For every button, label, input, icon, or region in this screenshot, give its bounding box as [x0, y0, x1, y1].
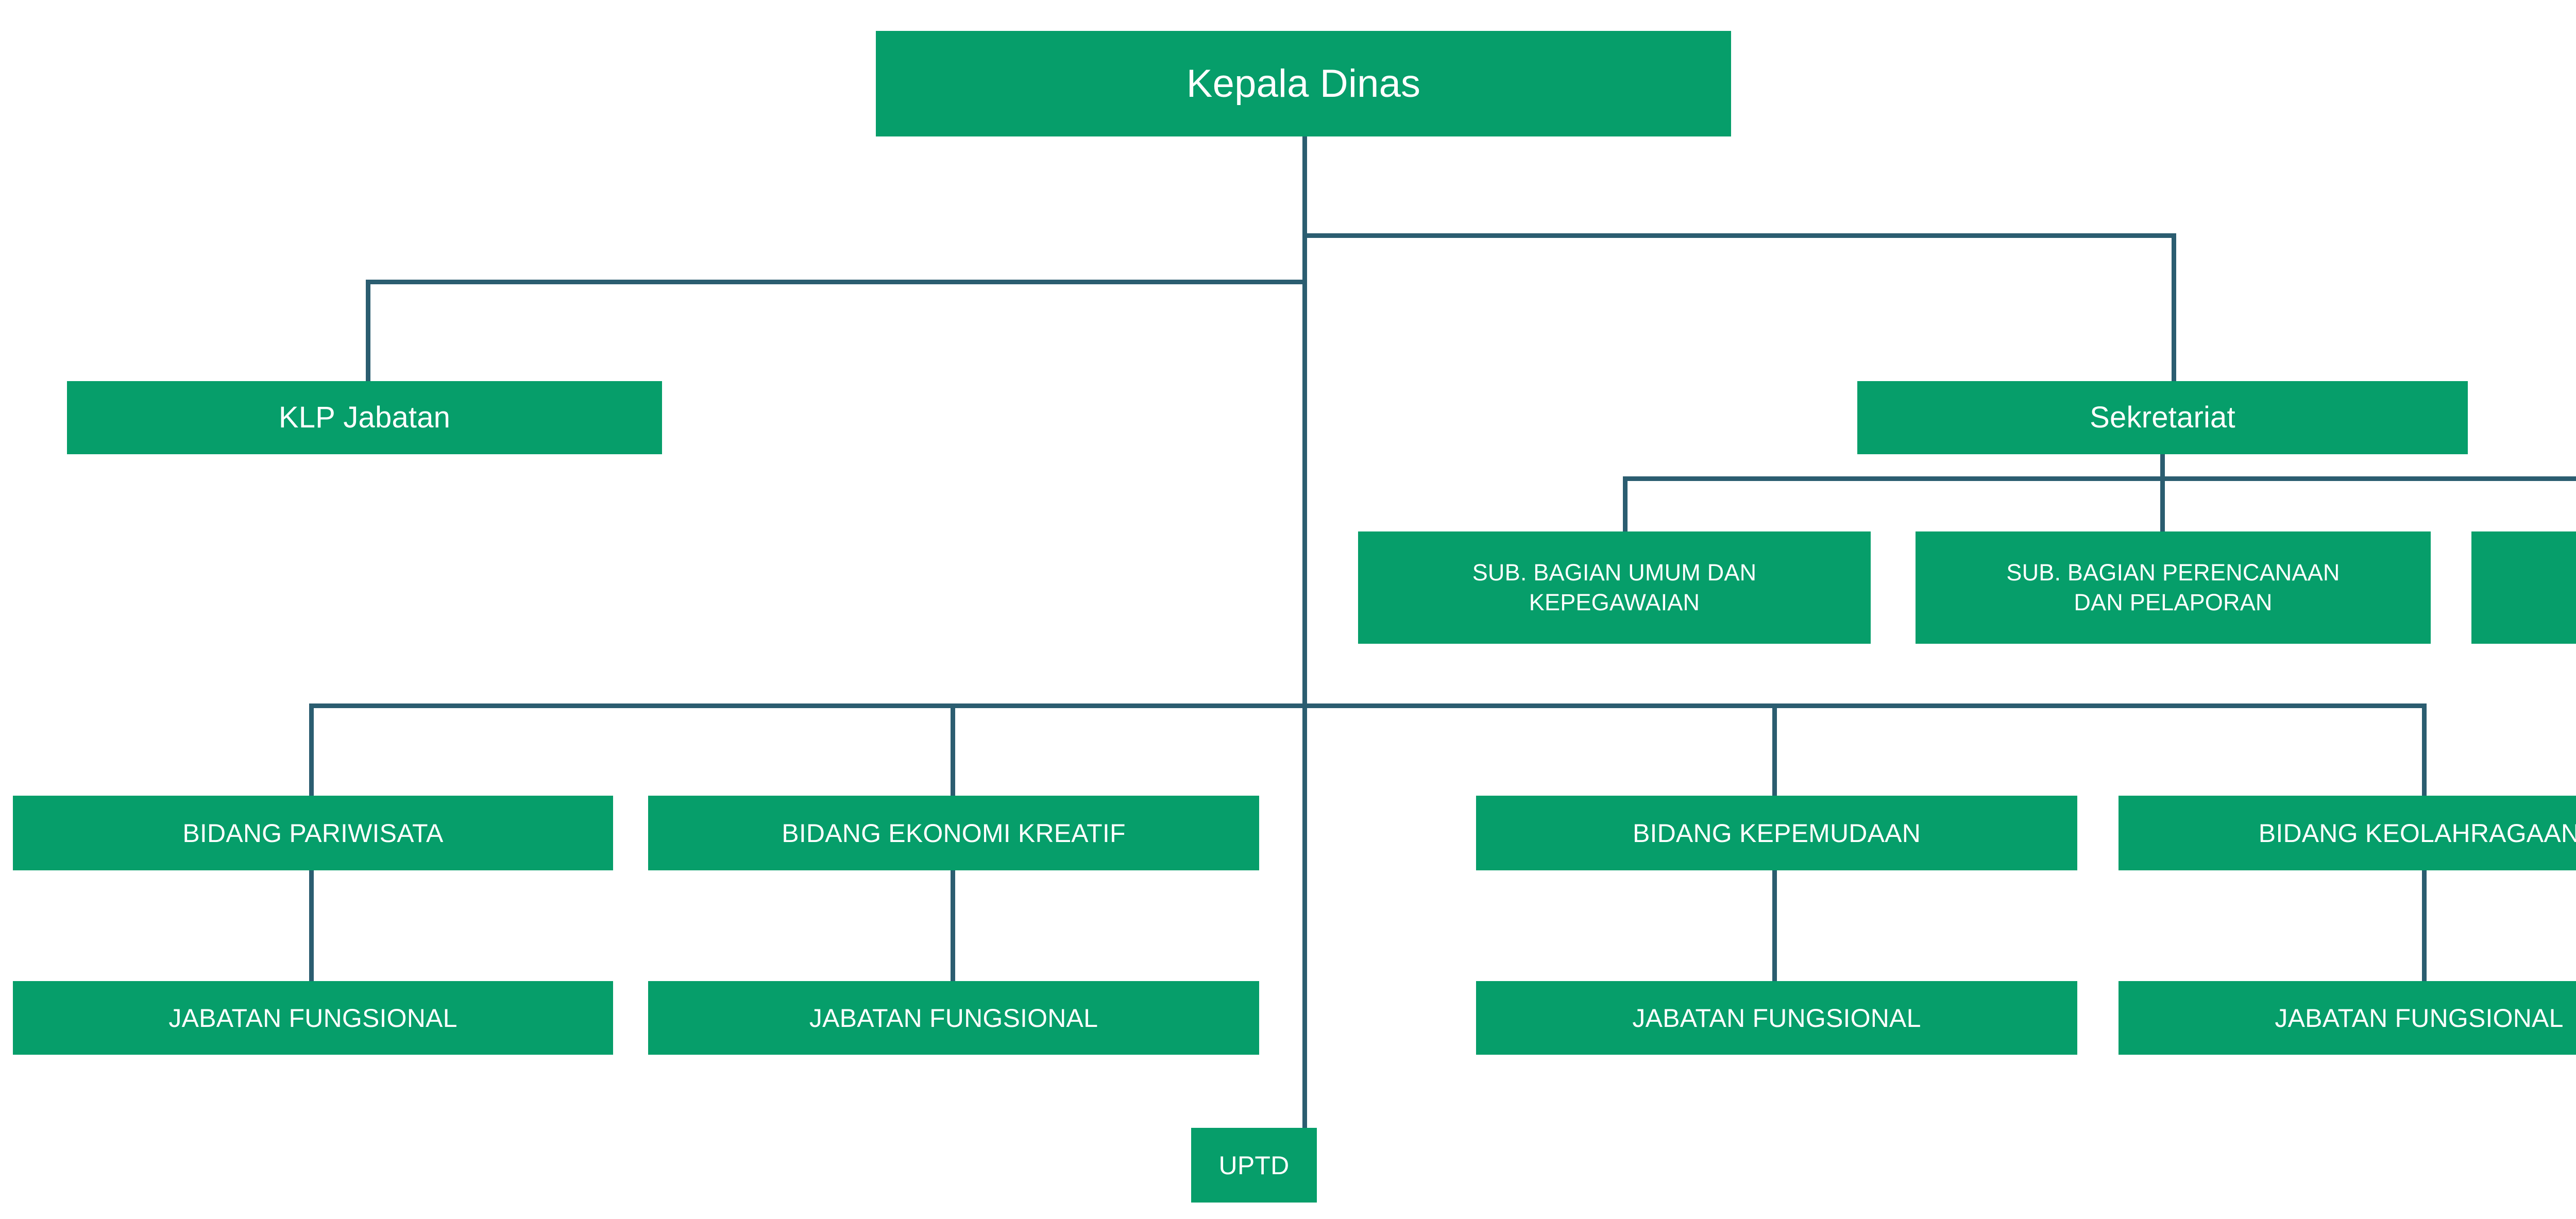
- org-node-label: KLP Jabatan: [278, 400, 451, 434]
- org-node-label: BIDANG KEOLAHRAGAAN: [2258, 818, 2576, 848]
- org-node-bidang-keolahragaan[interactable]: BIDANG KEOLAHRAGAAN: [2119, 796, 2576, 870]
- org-node-bidang-ekonomi-kreatif[interactable]: BIDANG EKONOMI KREATIF: [648, 796, 1259, 870]
- connector-keolahragaan-to-jabatan-fungsional: [2422, 870, 2427, 983]
- org-node-label: SUB. ADMINISTRASI KEUANGAN: [2479, 558, 2576, 617]
- org-node-label: JABATAN FUNGSIONAL: [2275, 1003, 2564, 1033]
- connector-bidang-bar: [309, 703, 2427, 708]
- connector-kepala-to-klp-horizontal: [366, 280, 1304, 284]
- connector-kepala-to-sekretariat-horizontal: [1302, 233, 2176, 238]
- org-node-kepala-dinas[interactable]: Kepala Dinas: [876, 31, 1731, 136]
- connector-bidangbar-to-pariwisata: [309, 703, 314, 798]
- org-node-label: Kepala Dinas: [1186, 61, 1421, 106]
- connector-kepala-to-sekretariat-vertical: [2172, 233, 2176, 381]
- connector-sekretariat-subbar: [1623, 476, 2576, 481]
- connector-kepala-to-klp-vertical: [366, 280, 370, 383]
- org-node-jabatan-fungsional-kepemudaan[interactable]: JABATAN FUNGSIONAL: [1476, 981, 2077, 1055]
- connector-bidangbar-to-kepemudaan: [1772, 703, 1777, 798]
- org-node-label: UPTD: [1218, 1151, 1290, 1180]
- org-node-label: JABATAN FUNGSIONAL: [1632, 1003, 1921, 1033]
- org-node-label: Sekretariat: [2090, 400, 2235, 434]
- connector-pariwisata-to-jabatan-fungsional: [309, 870, 314, 983]
- org-node-sub-bagian-perencanaan-dan-pelaporan[interactable]: SUB. BAGIAN PERENCANAAN DAN PELAPORAN: [1916, 531, 2431, 644]
- org-node-bidang-kepemudaan[interactable]: BIDANG KEPEMUDAAN: [1476, 796, 2077, 870]
- org-node-sub-administrasi-keuangan[interactable]: SUB. ADMINISTRASI KEUANGAN: [2471, 531, 2576, 644]
- org-node-bidang-pariwisata[interactable]: BIDANG PARIWISATA: [13, 796, 613, 870]
- org-node-sub-bagian-umum-dan-kepegawaian[interactable]: SUB. BAGIAN UMUM DAN KEPEGAWAIAN: [1358, 531, 1871, 644]
- connector-sekretariat-down: [2160, 454, 2165, 479]
- org-node-label: BIDANG KEPEMUDAAN: [1632, 818, 1921, 848]
- org-node-label: SUB. BAGIAN UMUM DAN KEPEGAWAIAN: [1472, 559, 1757, 615]
- connector-bidangbar-to-ekraf: [951, 703, 955, 798]
- org-node-label: JABATAN FUNGSIONAL: [168, 1003, 457, 1033]
- connector-kepemudaan-to-jabatan-fungsional: [1772, 870, 1777, 983]
- connector-ekraf-to-jabatan-fungsional: [951, 870, 955, 983]
- connector-bidangbar-to-keolahragaan: [2422, 703, 2427, 798]
- org-node-label: BIDANG EKONOMI KREATIF: [782, 818, 1126, 848]
- org-node-label: BIDANG PARIWISATA: [182, 818, 444, 848]
- connector-spine-kepala-to-uptd: [1302, 136, 1307, 1128]
- org-node-klp-jabatan[interactable]: KLP Jabatan: [67, 381, 662, 454]
- org-node-label: JABATAN FUNGSIONAL: [809, 1003, 1098, 1033]
- connector-subbar-to-sub-umum: [1623, 476, 1628, 533]
- org-node-uptd[interactable]: UPTD: [1191, 1128, 1317, 1203]
- connector-subbar-to-sub-perencanaan: [2160, 476, 2165, 533]
- org-node-label: SUB. BAGIAN PERENCANAAN DAN PELAPORAN: [2006, 559, 2340, 615]
- org-node-jabatan-fungsional-ekraf[interactable]: JABATAN FUNGSIONAL: [648, 981, 1259, 1055]
- org-node-sekretariat[interactable]: Sekretariat: [1857, 381, 2468, 454]
- org-node-jabatan-fungsional-pariwisata[interactable]: JABATAN FUNGSIONAL: [13, 981, 613, 1055]
- org-node-jabatan-fungsional-keolahragaan[interactable]: JABATAN FUNGSIONAL: [2119, 981, 2576, 1055]
